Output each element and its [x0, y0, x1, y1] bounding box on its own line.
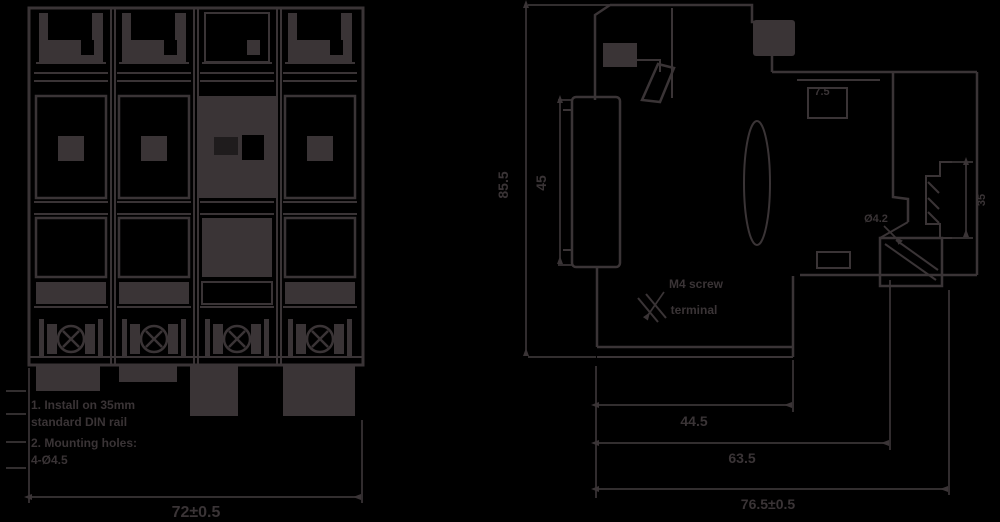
terminal-callout-line2: terminal [671, 303, 718, 317]
rail-clip [878, 221, 944, 288]
note-line-4: 4-Ø4.5 [31, 453, 68, 467]
width-dimension: 72±0.5 [24, 368, 363, 521]
clip-callout: Ø4.2 [864, 213, 903, 245]
overall-height-label: 85.5 [495, 171, 511, 198]
face-height-dimension: 45 [533, 95, 572, 266]
module-1 [32, 11, 110, 359]
face-height-label: 45 [533, 175, 549, 191]
face-plate [570, 95, 622, 269]
module-2 [115, 11, 193, 359]
depth-dimension-label-2: 63.5 [728, 450, 755, 466]
terminal-callout: M4 screw terminal [642, 277, 724, 321]
rail-dimension-label: 35 [976, 194, 988, 206]
width-dimension-label: 72±0.5 [172, 504, 221, 521]
front-view: 72±0.5 1. Install on 35mm standard DIN r… [6, 6, 365, 521]
note-line-3: 2. Mounting holes: [31, 436, 137, 450]
overall-height-dimension: 85.5 [495, 0, 610, 358]
side-label-plate [753, 20, 795, 56]
note-line-2: standard DIN rail [31, 415, 127, 429]
module-3 [196, 11, 278, 359]
rail-dimension: 35 [952, 157, 988, 239]
din-rail-section [925, 161, 952, 239]
toggle-lever [640, 62, 676, 104]
module-4 [281, 11, 359, 359]
note-line-1: 1. Install on 35mm [31, 398, 135, 412]
bottom-tabs [36, 365, 355, 416]
depth-dimensions: 44.5 63.5 76.5±0.5 [591, 280, 950, 512]
notes-block: 1. Install on 35mm standard DIN rail 2. … [6, 390, 137, 469]
depth-dimension-label-3: 76.5±0.5 [741, 496, 796, 512]
side-view: 7.5 [495, 0, 988, 512]
depth-dimension-label-1: 44.5 [680, 413, 707, 429]
clip-callout-label: Ø4.2 [864, 213, 888, 225]
terminal-callout-line1: M4 screw [669, 277, 724, 291]
